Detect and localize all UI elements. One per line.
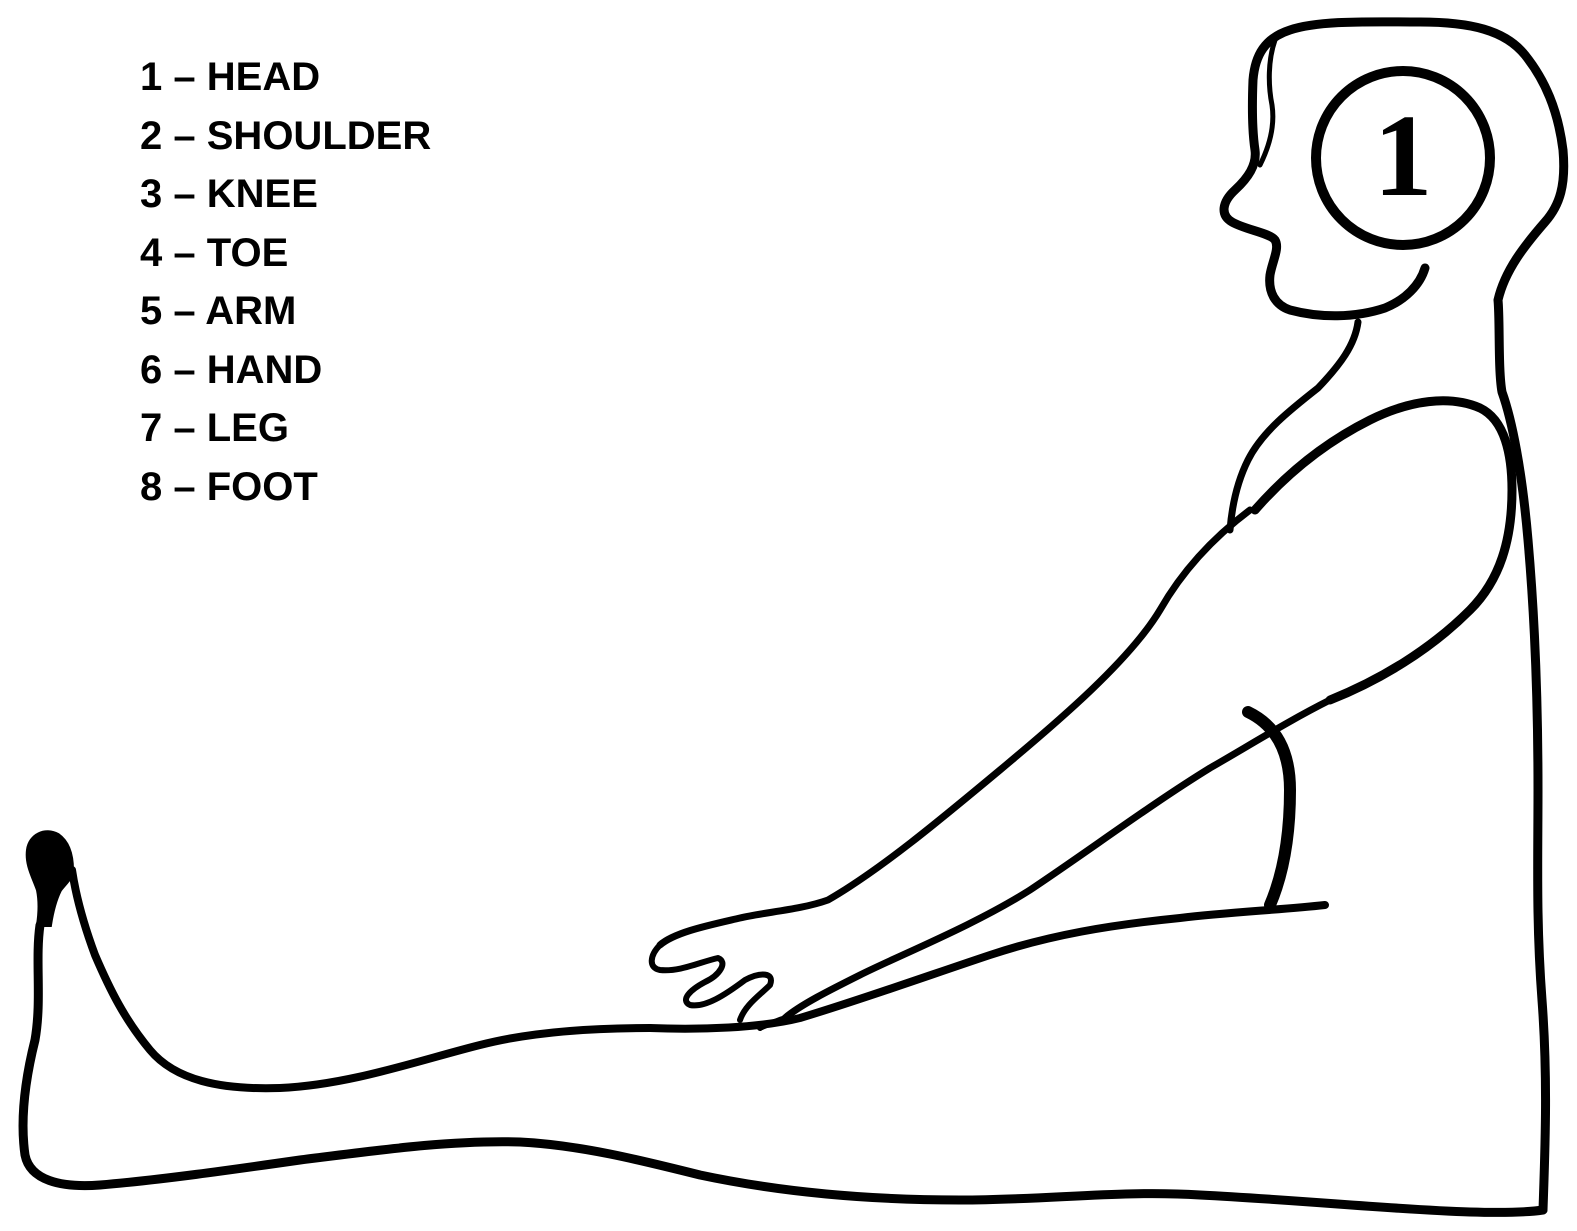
arm-lower-edge <box>785 700 1330 1018</box>
part-number-badge: 1 <box>1316 71 1490 245</box>
hand-fingers <box>652 945 771 1020</box>
shoulder-outline <box>1255 401 1512 700</box>
foot-and-bottom-outline <box>23 925 1543 1212</box>
thigh-top-line <box>650 905 1325 1029</box>
badge-number: 1 <box>1374 90 1433 221</box>
arm-upper-edge <box>660 510 1250 945</box>
toe-tip <box>28 832 72 925</box>
neck-front-line <box>1230 322 1358 530</box>
leg-top-line <box>72 870 650 1088</box>
